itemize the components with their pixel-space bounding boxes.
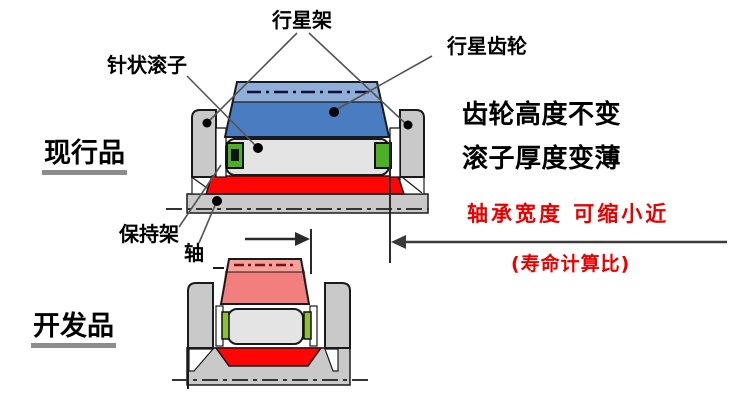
needle-roller-current [225,138,390,176]
leader-shaft [198,202,217,244]
leader-lines [178,32,433,244]
dot-carrier-left [202,118,212,128]
label-developed-product: 开发品 [31,312,116,349]
dot-shaft [212,196,222,206]
developed-wall-right [324,282,351,349]
text-gear-height-unchanged: 齿轮高度不变 [462,100,622,130]
label-cage: 保持架 [119,222,179,246]
needle-roller-developed [227,308,304,345]
carrier-wall-right [399,109,425,178]
arrowhead-left [391,235,406,249]
text-roller-thickness-thinner: 滚子厚度变薄 [462,144,622,174]
developed-bearing-diagram [172,258,368,389]
chamfer-diagonal-right [401,176,423,194]
developed-cage-green-right [303,311,312,340]
dot-needle-roller [253,143,263,153]
carrier-wall-left [191,109,217,178]
current-housing-band [186,193,429,214]
leader-needle-roller [186,75,258,148]
dot-carrier-right [403,120,413,130]
planet-gear-blue-body [225,102,389,137]
label-needle-roller: 针状滚子 [107,53,187,77]
leader-cage [178,164,222,228]
arrowhead-right [295,232,310,246]
planet-gear-pink-body [221,272,309,304]
planet-gear-pink-outline [219,258,311,305]
label-shaft: 轴 [184,241,204,265]
leader-planet-gear [333,55,433,112]
developed-cage-green-left [221,311,230,340]
current-bearing-diagram [166,81,429,214]
leader-planet-carrier-right [308,32,407,125]
cage-green-right [374,142,392,169]
text-bearing-width-reduction: 轴承宽度 可缩小近 [467,202,670,226]
dot-planet-gear [329,107,339,117]
shaft-red-strip-developed [214,347,323,367]
shaft-red-strip-current [204,175,406,195]
developed-wall-left [187,282,214,349]
label-planet-gear: 行星齿轮 [447,34,527,58]
cage-pin-left [231,149,239,161]
callout-dots [202,107,413,206]
text-life-calculation-ratio: (寿命计算比) [511,253,631,275]
label-planet-carrier: 行星架 [272,8,332,32]
leader-planet-carrier-left [208,32,298,122]
label-current-product: 现行品 [42,139,127,176]
width-dimension [245,140,727,274]
